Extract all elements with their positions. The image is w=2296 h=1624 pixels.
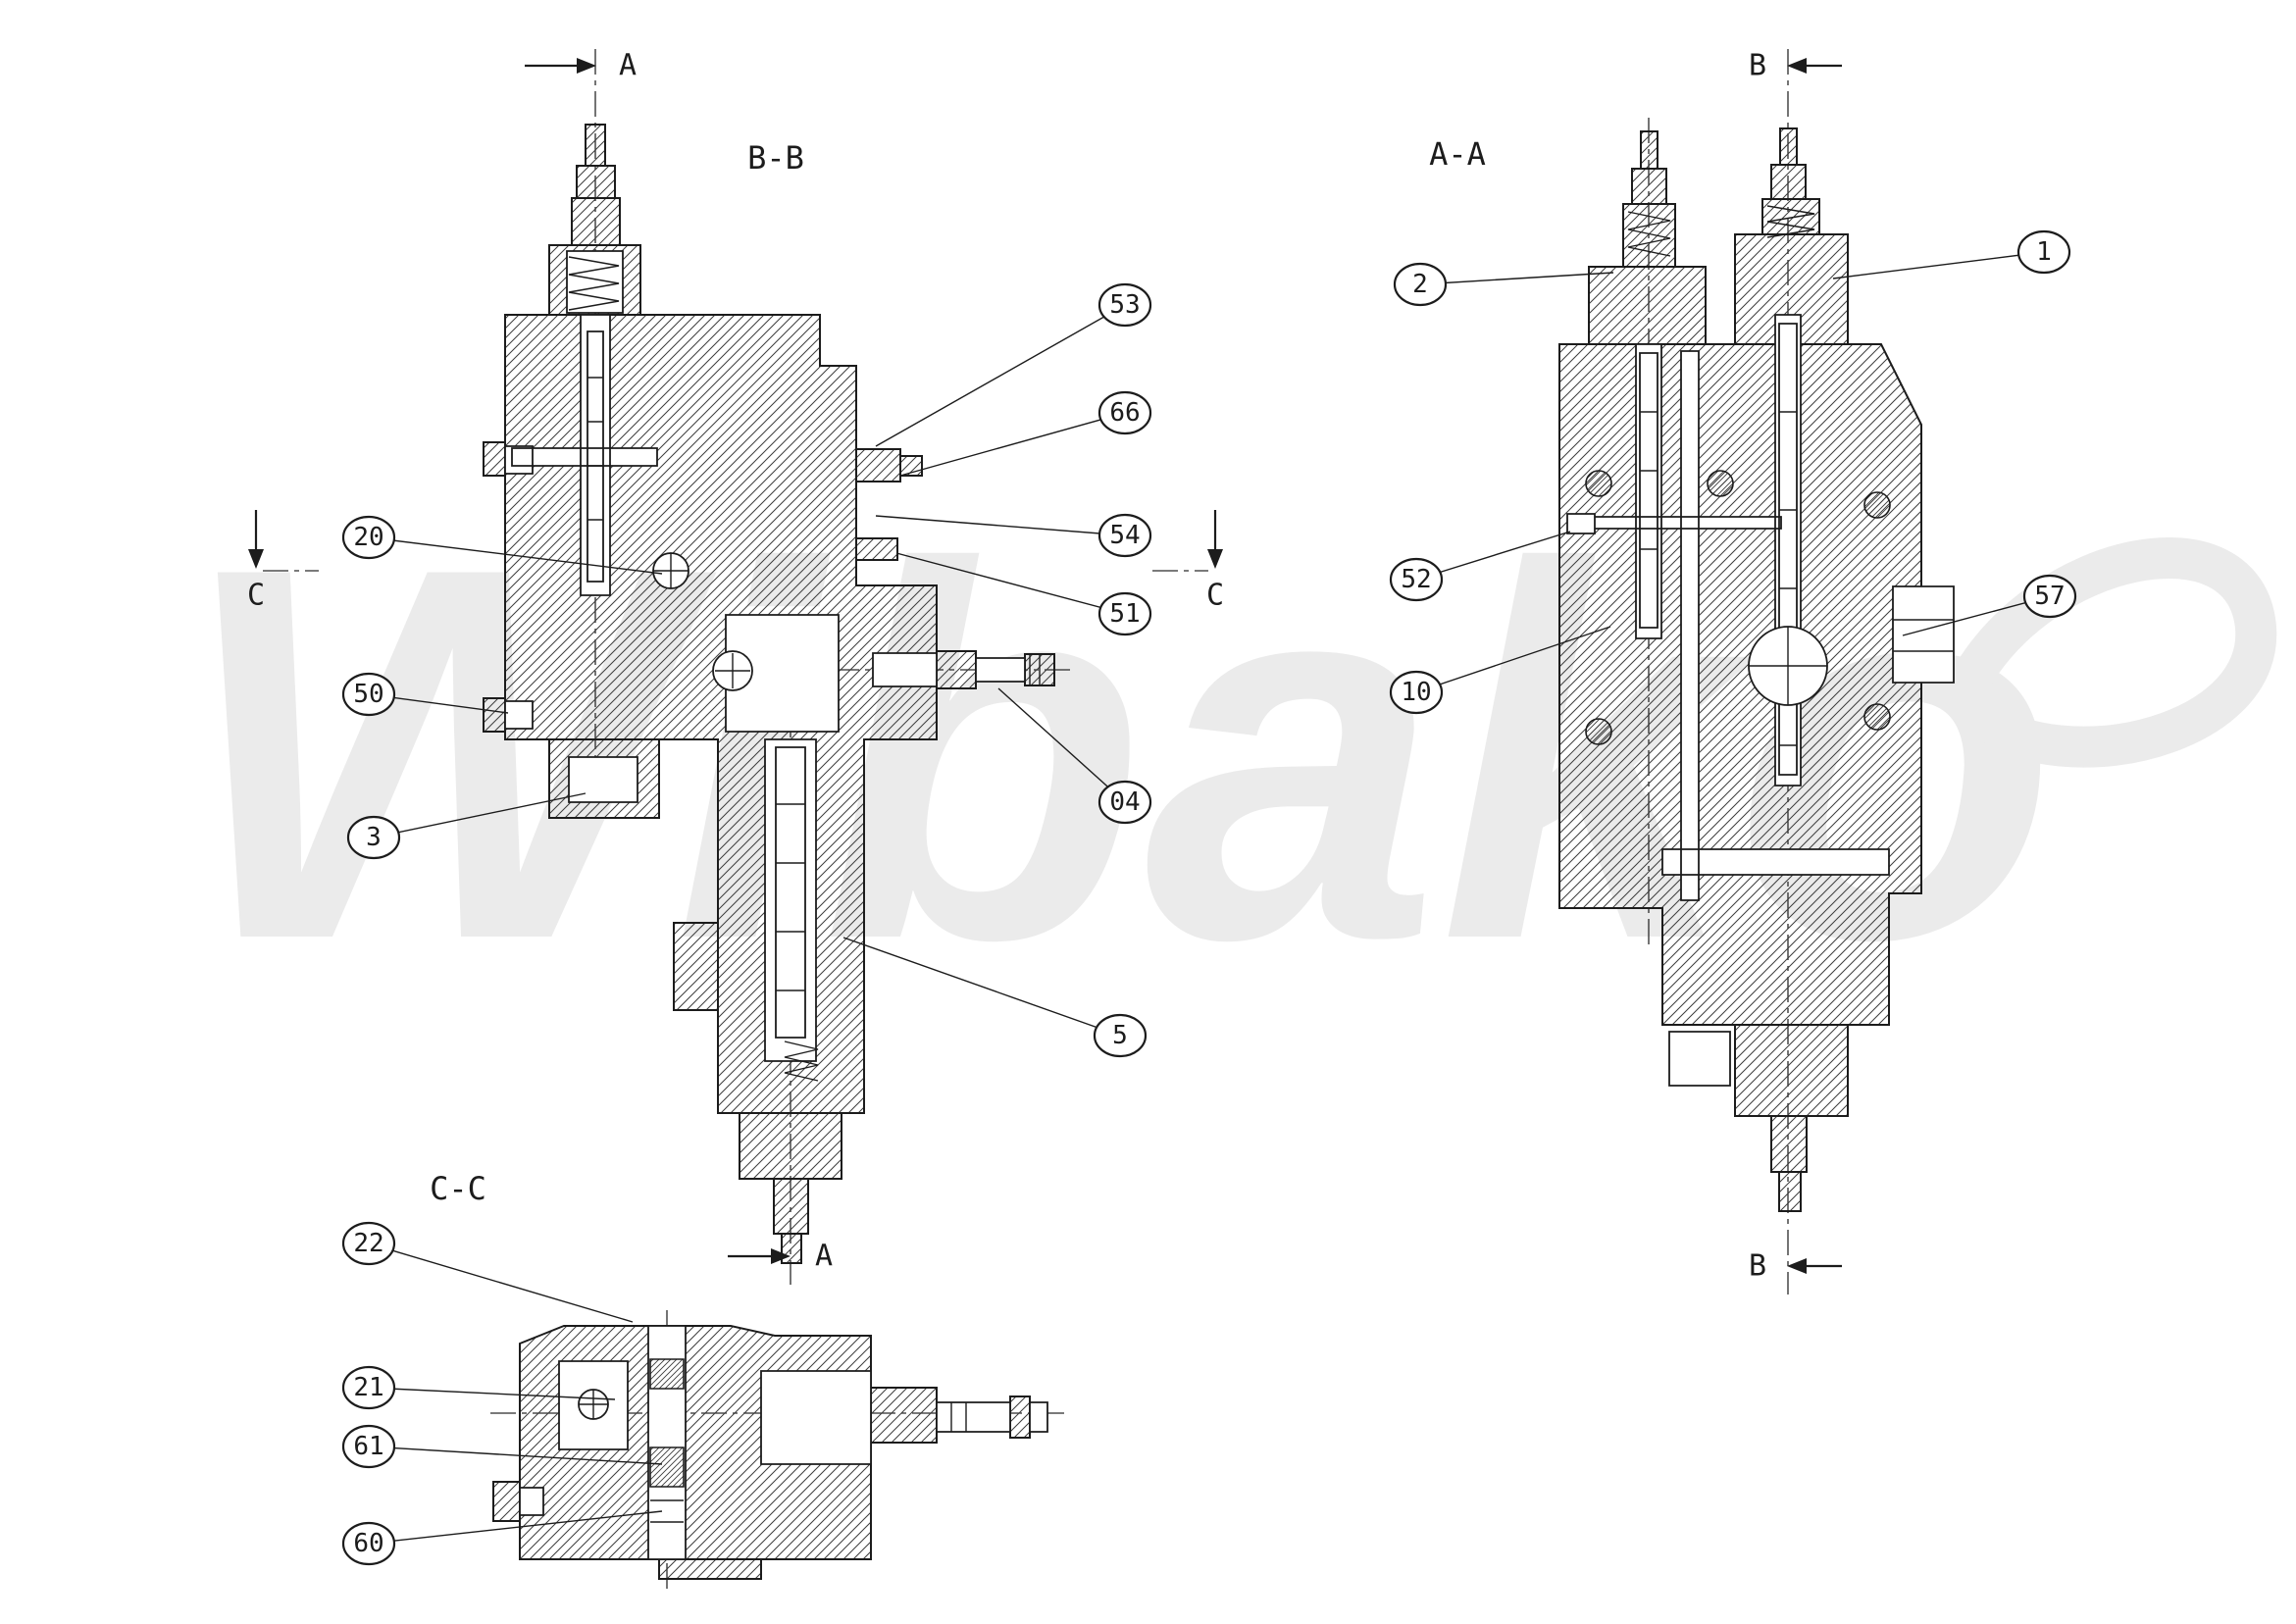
plane-c-right-label: C [1206,579,1224,613]
callout-04-balloon[interactable] [1097,780,1152,825]
view-section-bb: B-B [483,124,1055,1264]
callout-5[interactable]: 5 [1093,1013,1148,1058]
plane-b-top-label: B [1749,49,1766,83]
callouts-view-bb: 53 66 54 51 04 5 20 50 [341,282,1152,1058]
callout-54-balloon[interactable] [1097,513,1152,558]
plane-a-top-arrow-icon [577,58,596,74]
callout-61[interactable]: 61 [341,1424,396,1469]
callout-53-balloon[interactable] [1097,282,1152,328]
plane-c-left-arrow-icon [248,549,264,569]
aa-bores-and-chambers [1566,314,1955,1087]
callout-22-label: 22 [353,1229,383,1258]
callout-50-label: 50 [353,680,383,709]
callout-22-balloon[interactable] [341,1221,396,1266]
callout-60-balloon[interactable] [341,1521,396,1566]
callout-3[interactable]: 3 [346,815,401,860]
callout-20-balloon[interactable] [341,515,396,560]
callout-22[interactable]: 22 [341,1221,396,1266]
aa-bolt-hole [1707,470,1734,497]
callout-04[interactable]: 04 [1097,780,1152,825]
callout-2-balloon[interactable] [1393,262,1448,307]
callout-57-balloon[interactable] [2022,574,2077,619]
callout-52-label: 52 [1401,565,1431,594]
callout-60-label: 60 [353,1529,383,1558]
plane-b-top: B [1749,49,1842,83]
section-aa-label: A-A [1429,135,1486,173]
callout-51-label: 51 [1109,599,1140,629]
view-section-aa: A-A [1429,127,1955,1212]
callout-61-label: 61 [353,1432,383,1461]
callout-3-balloon[interactable] [346,815,401,860]
callout-2-label: 2 [1412,270,1428,299]
callout-52[interactable]: 52 [1389,557,1444,602]
plane-c-left-label: C [247,579,265,613]
callouts-view-aa: 2 1 52 10 57 [1389,229,2077,715]
callout-10[interactable]: 10 [1389,670,1444,715]
callout-04-label: 04 [1109,787,1140,817]
plane-b-bottom-label: B [1749,1249,1766,1284]
callout-51-balloon[interactable] [1097,591,1152,636]
callout-10-label: 10 [1401,678,1431,707]
plane-c-left: C [247,510,265,613]
callout-50[interactable]: 50 [341,672,396,717]
callout-1-balloon[interactable] [2016,229,2071,275]
plane-b-bottom: B [1749,1249,1842,1284]
bb-detail-lines [568,256,1041,1082]
view-section-cc: C-C [430,1170,1048,1580]
plane-a-top-label: A [619,49,637,83]
callout-54-label: 54 [1109,521,1140,550]
callout-leader-lines [368,251,2051,1545]
cc-detail-lines [579,1390,967,1523]
callout-1[interactable]: 1 [2016,229,2071,275]
callout-21-label: 21 [353,1373,383,1402]
callout-21[interactable]: 21 [341,1365,396,1410]
callout-51[interactable]: 51 [1097,591,1152,636]
aa-bolt-hole [1863,703,1891,731]
callout-2[interactable]: 2 [1393,262,1448,307]
cutting-plane-marks: A A B B C C [247,49,1842,1284]
watermark: Wibako [179,458,2277,1049]
callout-54[interactable]: 54 [1097,513,1152,558]
plane-c-right-arrow-icon [1207,549,1223,569]
callout-5-balloon[interactable] [1093,1013,1148,1058]
section-cc-label: C-C [430,1170,486,1207]
callout-20[interactable]: 20 [341,515,396,560]
callout-66[interactable]: 66 [1097,390,1152,435]
aa-detail-lines [1627,205,1954,746]
plane-b-bottom-arrow-icon [1787,1258,1807,1274]
callout-52-balloon[interactable] [1389,557,1444,602]
callout-61-balloon[interactable] [341,1424,396,1469]
callout-21-balloon[interactable] [341,1365,396,1410]
callout-60[interactable]: 60 [341,1521,396,1566]
callout-57[interactable]: 57 [2022,574,2077,619]
plane-c-right: C [1206,510,1224,613]
callout-20-label: 20 [353,523,383,552]
plane-a-bottom-label: A [815,1240,833,1274]
aa-bolt-hole [1585,718,1612,745]
callout-66-balloon[interactable] [1097,390,1152,435]
plane-a-top: A [525,49,637,83]
aa-bolt-hole [1585,470,1612,497]
callout-66-label: 66 [1109,398,1140,428]
callout-53[interactable]: 53 [1097,282,1152,328]
bb-bores-and-chambers [504,250,1026,1062]
plane-a-bottom-arrow-icon [771,1248,791,1264]
section-bb-label: B-B [747,139,804,177]
callout-10-balloon[interactable] [1389,670,1444,715]
callouts-view-cc: 22 21 61 60 [341,1221,396,1566]
callout-1-label: 1 [2036,237,2052,267]
callout-3-label: 3 [366,823,382,852]
callout-57-label: 57 [2034,582,2065,611]
plane-b-top-arrow-icon [1787,58,1807,74]
cc-spool-lands [649,1358,685,1488]
plane-a-bottom: A [728,1240,833,1274]
callout-53-label: 53 [1109,290,1140,320]
callout-50-balloon[interactable] [341,672,396,717]
aa-bolt-hole [1863,491,1891,519]
callout-5-label: 5 [1112,1021,1128,1050]
